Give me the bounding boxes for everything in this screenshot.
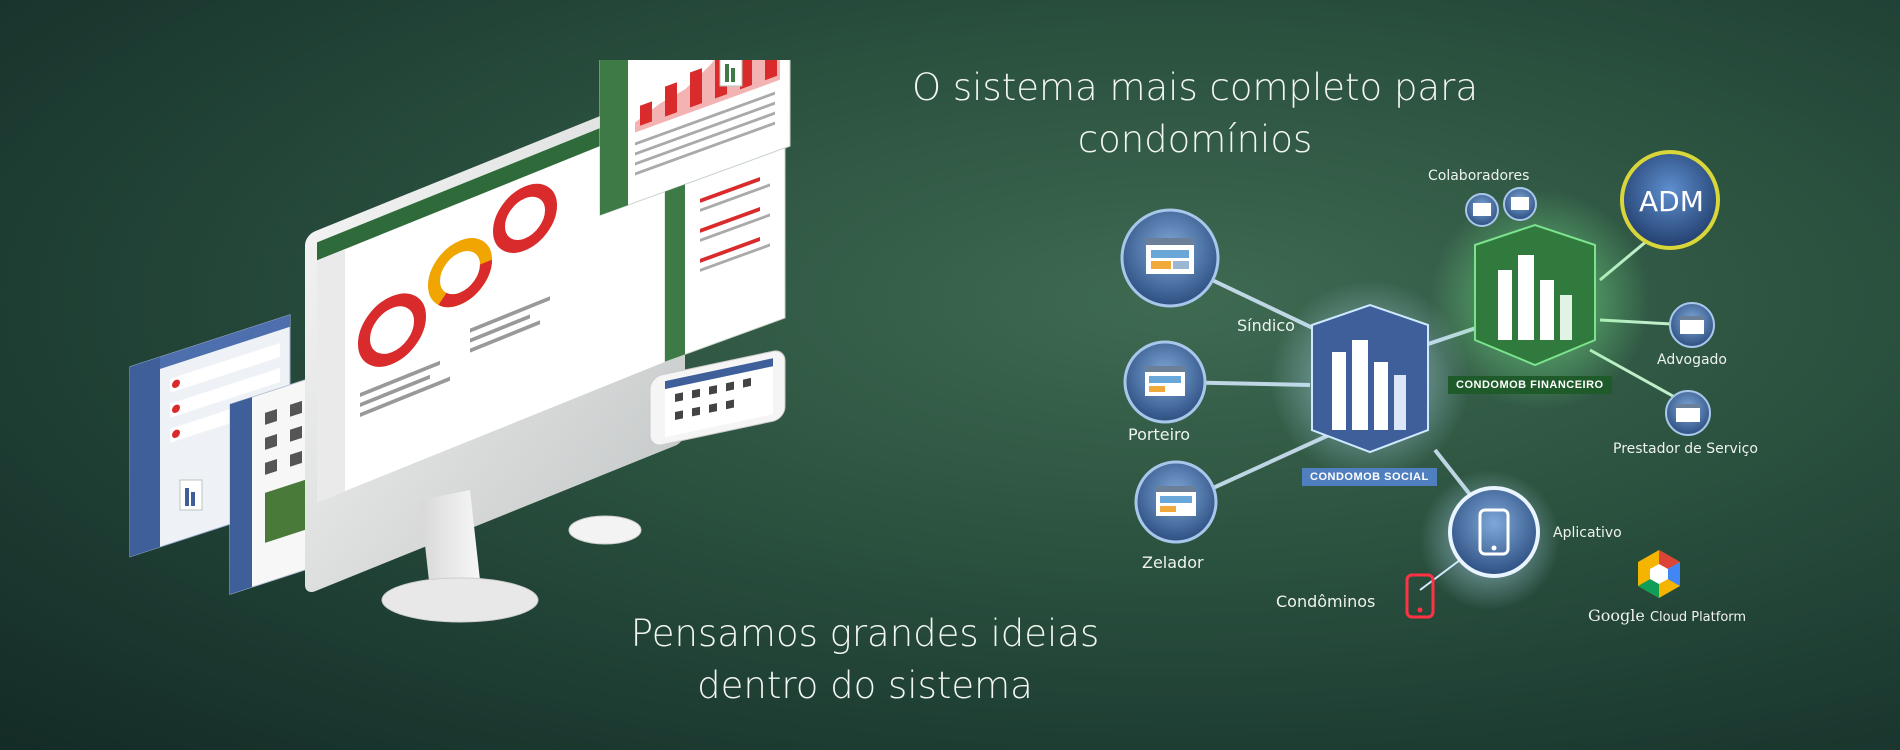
cloud-platform-word: Cloud Platform	[1649, 610, 1747, 625]
label-condominos: Condôminos	[1276, 592, 1376, 611]
google-cloud-logo-icon	[1638, 550, 1680, 598]
condomob-social-hub-icon	[1311, 303, 1429, 454]
advogado-icon	[1669, 302, 1715, 348]
green-list-panel	[664, 147, 786, 363]
google-cloud-wordmark: Google Cloud Platform	[1588, 606, 1746, 625]
label-prestador: Prestador de Serviço	[1613, 441, 1758, 457]
caption-condomob-financeiro: CONDOMOB FINANCEIRO	[1448, 376, 1612, 394]
phone-mockup	[649, 350, 786, 446]
aplicativo-icon	[1448, 486, 1540, 578]
software-mockup-illustration	[120, 0, 840, 630]
label-adm: ADM	[1639, 185, 1704, 218]
label-porteiro: Porteiro	[1128, 425, 1191, 444]
diagram-svg	[1120, 150, 1720, 619]
adm-badge-icon	[1620, 150, 1720, 250]
google-word: Google	[1588, 606, 1645, 625]
headline-top: O sistema mais completo para condomínios	[911, 66, 1478, 161]
label-sindico: Síndico	[1237, 316, 1295, 335]
headline-bottom: Pensamos grandes ideias dentro do sistem…	[630, 612, 1100, 707]
label-advogado: Advogado	[1657, 352, 1727, 368]
condominos-phone-icon	[1405, 573, 1435, 619]
system-network-diagram: Síndico Porteiro Zelador Colaboradores A…	[1080, 130, 1800, 650]
label-colaboradores: Colaboradores	[1428, 168, 1530, 184]
porteiro-icon	[1123, 340, 1207, 424]
zelador-icon	[1134, 460, 1218, 544]
colaboradores-icons	[1465, 187, 1537, 227]
monitor	[305, 84, 685, 593]
prestador-icon	[1665, 390, 1711, 436]
condomob-financeiro-hub-icon	[1474, 223, 1596, 367]
mockup-svg	[129, 0, 791, 623]
label-zelador: Zelador	[1142, 553, 1204, 572]
mouse	[568, 515, 642, 545]
caption-condomob-social: CONDOMOB SOCIAL	[1302, 468, 1437, 486]
label-aplicativo: Aplicativo	[1553, 525, 1622, 541]
sindico-icon	[1120, 208, 1220, 308]
